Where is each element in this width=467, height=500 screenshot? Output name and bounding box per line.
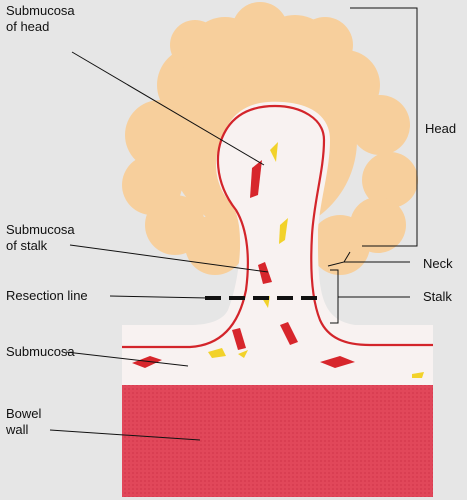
label-bowel-wall: Bowel wall (6, 406, 41, 438)
label-submucosa-of-head: Submucosa of head (6, 3, 75, 35)
label-line: of stalk (6, 238, 48, 253)
submucosa-region (122, 101, 433, 385)
bowel-wall (122, 385, 433, 497)
label-line: Submucosa (6, 3, 75, 18)
label-submucosa-of-stalk: Submucosa of stalk (6, 222, 75, 254)
mucosa-outline (122, 104, 433, 349)
label-line: Bowel (6, 406, 42, 421)
label-line: wall (6, 422, 29, 437)
label-head: Head (425, 121, 457, 136)
label-resection-line: Resection line (6, 288, 88, 303)
vessels (132, 142, 424, 378)
label-stalk: Stalk (423, 289, 452, 304)
polyp-head (122, 2, 418, 275)
label-submucosa: Submucosa (6, 344, 75, 359)
label-line: of head (6, 19, 50, 34)
label-line: Submucosa (6, 222, 75, 237)
label-neck: Neck (423, 256, 453, 271)
leader-lines (49, 7, 418, 441)
